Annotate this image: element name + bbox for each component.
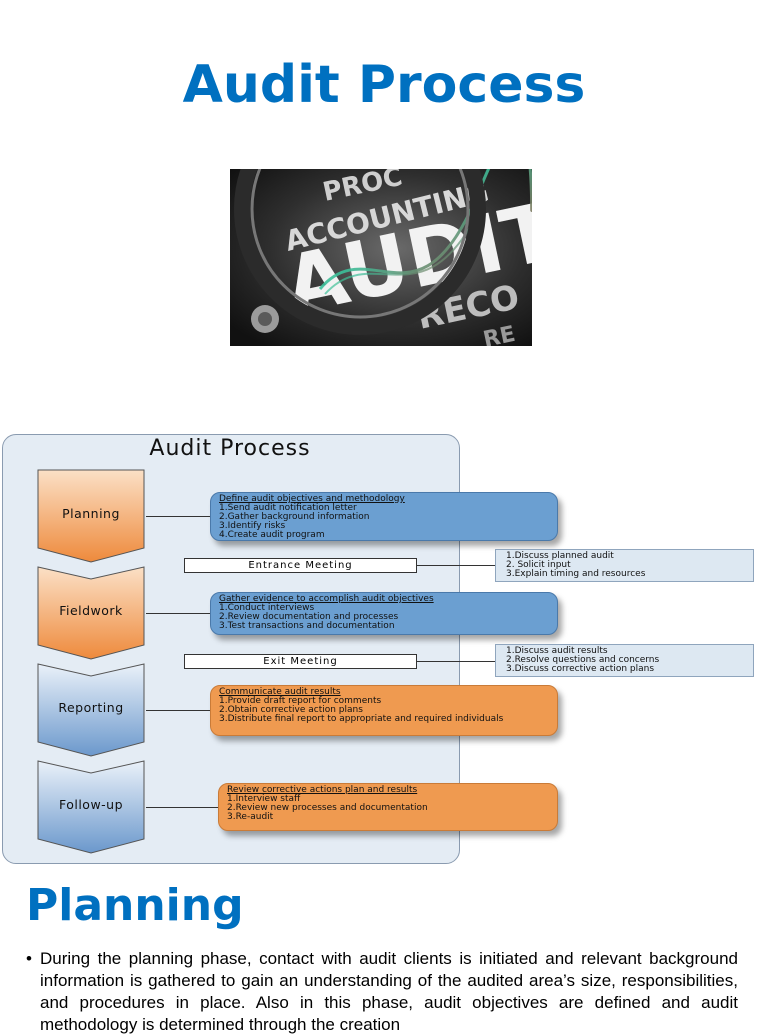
- phase-label: Fieldwork: [59, 603, 123, 618]
- entrance-meeting-box: 1.Discuss planned audit 2. Solicit input…: [495, 549, 754, 582]
- phase-follow-up: Follow-up: [36, 759, 146, 855]
- exit-meeting-box: 1.Discuss audit results 2.Resolve questi…: [495, 644, 754, 677]
- box-header: Review corrective actions plan and resul…: [227, 785, 418, 795]
- entrance-meeting-label: Entrance Meeting: [184, 558, 417, 573]
- fieldwork-detail-box: Gather evidence to accomplish audit obje…: [210, 592, 558, 635]
- meeting-item: 3.Explain timing and resources: [506, 568, 646, 579]
- magnifying-glass-icon: [234, 169, 486, 335]
- box-item: 3.Identify risks: [219, 521, 286, 531]
- bullet-icon: •: [26, 949, 32, 968]
- meeting-item: 1.Discuss audit results: [506, 646, 608, 656]
- connector-line: [146, 516, 210, 517]
- meeting-item: 2. Solicit input: [506, 559, 571, 570]
- box-item: 1.Send audit notification letter: [219, 503, 357, 513]
- box-item: 1.Provide draft report for comments: [219, 696, 382, 706]
- planning-detail-box: Define audit objectives and methodology …: [210, 492, 558, 541]
- bullet-text: During the planning phase, contact with …: [40, 949, 738, 1034]
- connector-line: [146, 710, 210, 711]
- box-item: 3.Re-audit: [227, 812, 274, 822]
- diagram-title: Audit Process: [149, 436, 311, 461]
- box-item: 3.Distribute final report to appropriate…: [219, 714, 504, 724]
- box-item: 2.Review documentation and processes: [219, 612, 399, 622]
- box-item: 3.Test transactions and documentation: [219, 621, 395, 631]
- meeting-item: 2.Resolve questions and concerns: [506, 654, 660, 665]
- connector-line: [417, 661, 495, 662]
- box-item: 2.Review new processes and documentation: [227, 803, 428, 813]
- section-heading: Planning: [26, 880, 244, 931]
- phase-label: Follow-up: [58, 797, 124, 812]
- follow-up-detail-box: Review corrective actions plan and resul…: [218, 783, 558, 831]
- phase-planning: Planning: [36, 468, 146, 564]
- connector-line: [146, 807, 218, 808]
- planning-bullet: • During the planning phase, contact wit…: [26, 948, 738, 1036]
- reporting-detail-box: Communicate audit results 1.Provide draf…: [210, 685, 558, 736]
- box-header: Gather evidence to accomplish audit obje…: [219, 594, 434, 604]
- meeting-item: 1.Discuss planned audit: [506, 551, 614, 561]
- box-item: 1.Conduct interviews: [219, 603, 315, 613]
- box-item: 1.Interview staff: [227, 794, 301, 804]
- box-header: Communicate audit results: [219, 687, 341, 697]
- connector-line: [146, 613, 210, 614]
- meeting-item: 3.Discuss corrective action plans: [506, 663, 655, 674]
- box-item: 2.Obtain corrective action plans: [219, 705, 363, 715]
- audit-process-diagram: Audit Process Planning Fieldwork Reporti…: [0, 432, 768, 864]
- page-title: Audit Process: [182, 55, 586, 115]
- phase-reporting: Reporting: [36, 662, 146, 758]
- exit-meeting-label: Exit Meeting: [184, 654, 417, 669]
- box-header: Define audit objectives and methodology: [219, 494, 405, 504]
- audit-photo: PROC ACCOUNTING AUDIT RECO RE: [230, 169, 532, 346]
- phase-label: Reporting: [58, 700, 124, 715]
- phase-fieldwork: Fieldwork: [36, 565, 146, 661]
- phase-label: Planning: [62, 506, 120, 521]
- box-item: 2.Gather background information: [219, 512, 370, 522]
- connector-line: [417, 565, 495, 566]
- box-item: 4.Create audit program: [219, 530, 325, 540]
